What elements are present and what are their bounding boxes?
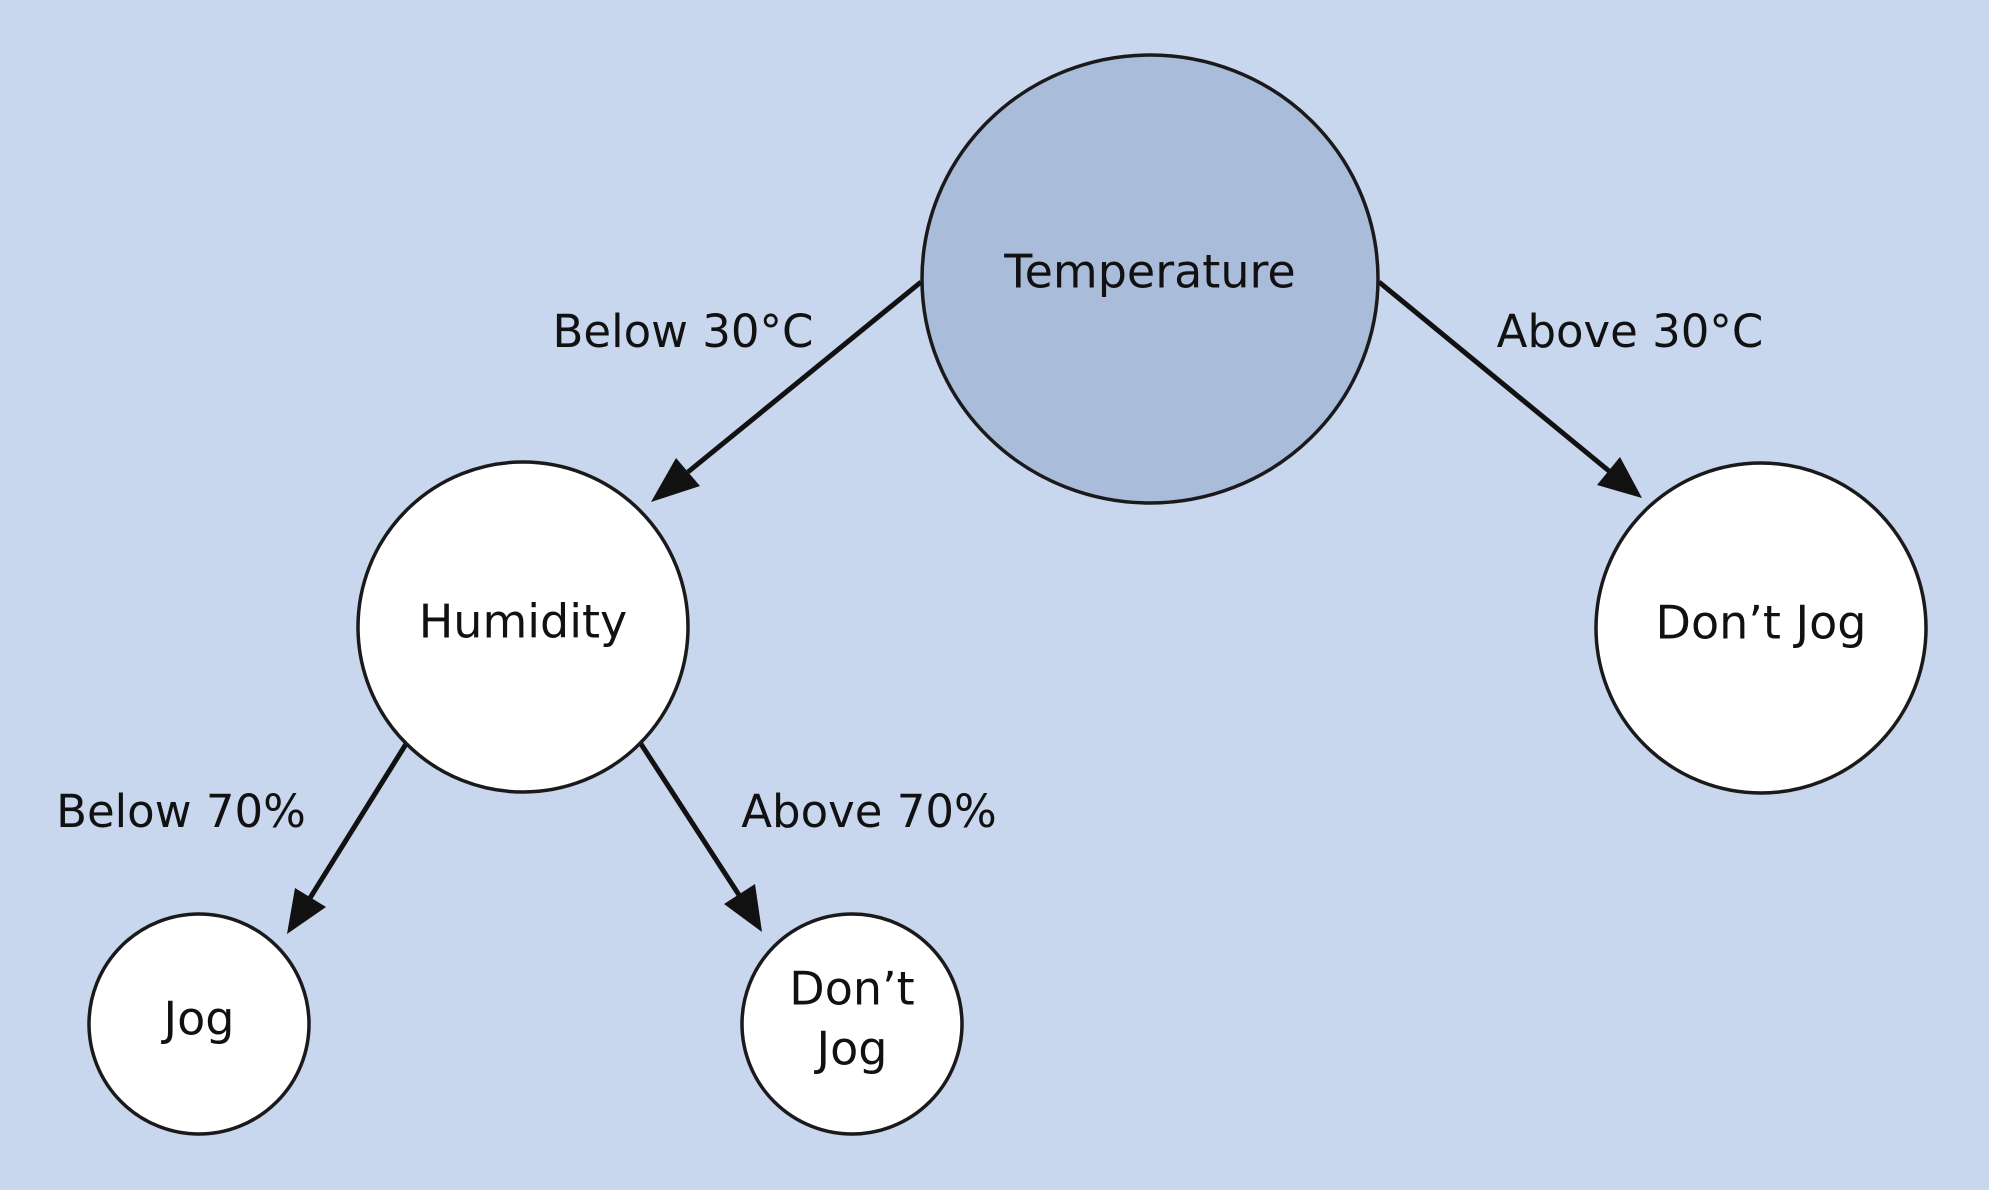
edge-label-above-70: Above 70% (741, 785, 997, 838)
node-jog-circle (87, 912, 311, 1136)
edge-line (1377, 280, 1611, 473)
node-jog: Jog (87, 912, 311, 1136)
edge-line (638, 742, 742, 897)
node-dont-jog-right: Don’t Jog (1594, 461, 1928, 795)
node-humidity: Humidity (356, 460, 690, 794)
node-temperature: Temperature (920, 53, 1380, 505)
arrow-head-icon (724, 884, 762, 932)
edge-temp-to-humidity (651, 280, 923, 502)
edge-label-below-30c: Below 30°C (553, 305, 814, 358)
node-dont-jog-right-label: Don’t Jog (1656, 596, 1867, 650)
node-dont-jog-bottom: Don’t Jog (740, 912, 964, 1136)
arrow-head-icon (287, 888, 326, 934)
node-dont-jog-bottom-label-line2: Jog (814, 1022, 888, 1076)
edge-humidity-to-dont-jog (638, 742, 762, 932)
node-humidity-label: Humidity (419, 595, 628, 649)
node-dont-jog-bottom-label-line1: Don’t (789, 962, 914, 1016)
arrow-head-icon (1597, 457, 1642, 498)
edge-label-below-70: Below 70% (56, 785, 306, 838)
node-temperature-label: Temperature (1003, 245, 1295, 299)
node-humidity-circle (356, 460, 690, 794)
edge-label-above-30c: Above 30°C (1497, 305, 1764, 358)
edge-line (686, 280, 923, 474)
node-jog-label: Jog (161, 992, 235, 1046)
edge-humidity-to-jog (287, 742, 409, 934)
arrow-head-icon (651, 458, 700, 502)
edge-temp-to-dont-jog (1377, 280, 1642, 498)
node-dont-jog-right-circle (1594, 461, 1928, 795)
edge-line (307, 742, 409, 900)
node-dont-jog-bottom-circle (740, 912, 964, 1136)
node-temperature-circle (920, 53, 1380, 505)
